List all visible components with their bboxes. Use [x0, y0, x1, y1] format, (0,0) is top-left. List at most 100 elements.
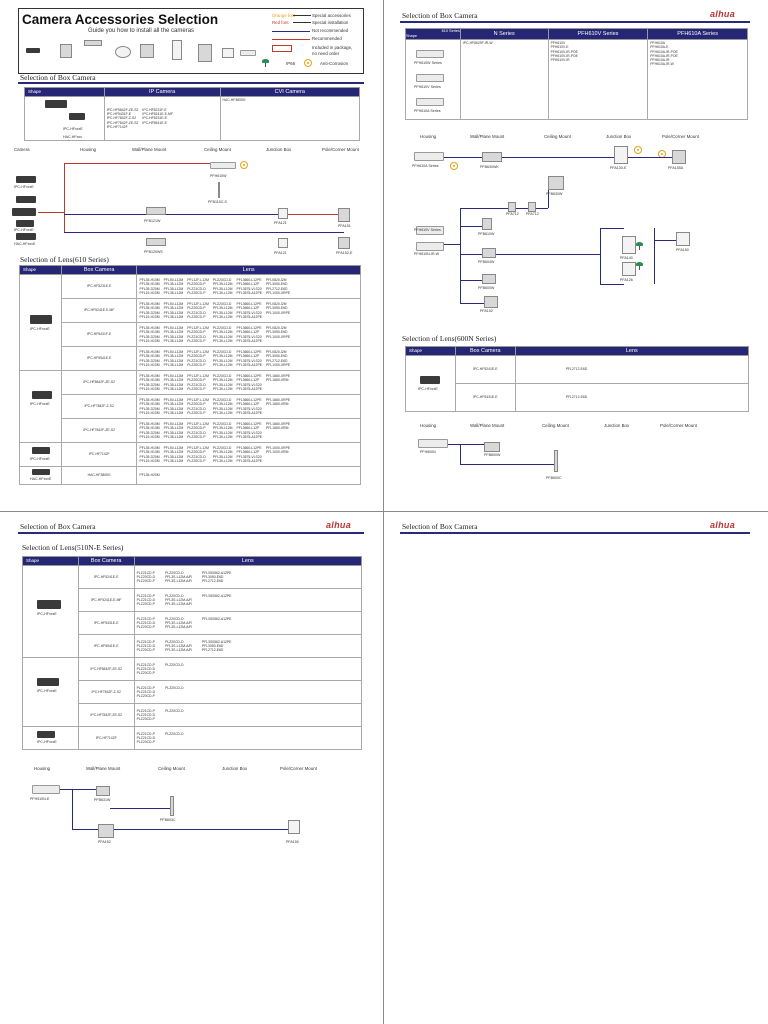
model-cell: IPC-HF5842F-ZE-S2 [60, 370, 138, 395]
pole-mount-icon [98, 824, 114, 838]
lens-col: PFL3660-L12PE PFL3660-L12P PFL3575-VLS20… [236, 397, 262, 415]
device-label: PFB603C [160, 818, 176, 822]
section-title: Selection of Lens(510N-E Series) [22, 543, 124, 552]
section-rule [400, 532, 750, 534]
model-cell: IPC-HF5241E-E-MF [60, 298, 138, 323]
box-camera-table: Shape IP Camera CVI Camera IPC-HFxxxE HA… [24, 87, 361, 141]
col-box-camera: Box Camera [60, 265, 138, 275]
camera-label: IPC-HFxxxE [30, 327, 50, 331]
lens-col: PLZ20CD-D [165, 731, 184, 736]
col-lens: Lens [133, 556, 363, 566]
lens-col: PFL3660-L12PE PFL3660-L12P PFL3575-VLS20… [236, 325, 262, 343]
pole-mount-icon [288, 820, 300, 834]
pole-mount-icon [338, 208, 350, 222]
lens-col: PLZ20CD-D PFL35-L12M PFL35-L12M PFL35-L1… [212, 277, 233, 295]
wall-mount-icon [482, 218, 492, 230]
model-cell: IPC-HF7142F [60, 442, 138, 467]
lens-col: PFL35-H10M PFL35-H13M PFL35-D20M PFL15-H… [139, 349, 160, 367]
col-n-series: N Series [459, 28, 549, 40]
lens-cell: PFL35-H10M PFL35-H13M PFL35-D20M PFL15-H… [136, 418, 361, 443]
lens-col: PLZ20CD-D [165, 685, 184, 690]
mount-sketch [198, 44, 212, 62]
lens-col: PLZ21CD-P PLZ20CD-D PLZ20CD-P [136, 570, 156, 584]
device-label: PFA130-E [610, 166, 627, 170]
flow-line [460, 444, 461, 464]
flow-line [600, 284, 624, 285]
legend-orange: Orange font [272, 13, 296, 18]
lens-col: PFL3S0562-A12PE [201, 593, 232, 598]
header-box [18, 8, 364, 74]
legend-not-recommended: Not recommended [312, 28, 349, 33]
device-label: PFA712 [526, 212, 539, 216]
lens-cell: PFL35-H10M PFL35-H13M PFL35-D20M PFL15-H… [136, 346, 361, 371]
legend-no-need: no need order [312, 51, 340, 56]
lens-col: PFL35-H10M PFL35-H13M PFL35-D20M PFL15-H… [139, 445, 160, 463]
legend-recommended: Recommended [312, 36, 342, 41]
lens-col: PLZ20CD-D PFL3S-L12M-A/R PFL3S-L12M-A/R [165, 570, 192, 584]
flow-line [444, 157, 482, 158]
wall-mount-icon [146, 207, 166, 215]
col-shape: Shape [22, 556, 79, 566]
pole-mount-icon [338, 237, 350, 249]
lens-cell: PFL35-H20M [136, 466, 361, 485]
dome-sketch [115, 46, 131, 58]
wall-mount-icon [146, 238, 166, 246]
wall-mount-icon [482, 248, 496, 258]
camera-label: IPC-HFxxxE [63, 127, 83, 131]
ip-models-b: IPC-HF5231F-E IPC-HF5241E-E-MF IPC-HF523… [142, 107, 173, 125]
model-cell: IPC-HF7142F [77, 726, 135, 750]
ceiling-mount-icon [528, 202, 536, 212]
device-label: PFA150 [676, 248, 689, 252]
ip66-icon [636, 242, 643, 250]
shape-cell: IPC-HFxxxE [405, 355, 456, 412]
camera-icon [16, 233, 36, 240]
lens-col: PFL0820-I2M PFL3050-E6D PFL1000-XRPE [265, 325, 291, 339]
device-label: PFH600N [420, 450, 436, 454]
junction-box-icon [278, 208, 288, 219]
flow-line [460, 226, 482, 227]
device-label: PFA162 [98, 840, 111, 844]
device-label: PFB600W [478, 286, 495, 290]
lens-col: PFL35-H10M PFL35-H13M PFL35-D20M PFL15-H… [139, 301, 160, 319]
lens-col: PFL3660-L12PE PFL3660-L12P PFL3575-VLS20… [236, 421, 262, 439]
lens-col: PFL12F-L12M PLZ20CD-P PLZ21CD-D PLZ20CD-… [187, 349, 209, 367]
wall-mount-icon [482, 274, 496, 284]
ip-models-cell: IPC-HF5842F-ZE-S2 IPC-HF5431F-E IPC-HF78… [103, 96, 221, 141]
camera-icon [420, 376, 440, 384]
vertical-divider [383, 0, 384, 1024]
lens-col: PLZ20CD-D PFL3S-L12M-A/R PFL3S-L12M-A/R [165, 616, 192, 630]
camera-label: IPC-HFxxxE [37, 740, 57, 744]
mount-sketch [140, 44, 154, 58]
box-housing-table: 610 Series Shape N Series PFH610V Series… [405, 28, 748, 120]
cvi-models: HAC-HF3805G [222, 98, 246, 102]
page-title: Camera Accessories Selection [22, 12, 219, 27]
lens-col: PLZ20CD-D PFL3S-L12M-A/R PFL3S-L12M-A/R [165, 593, 192, 607]
legend-included: Included in package, [312, 45, 353, 50]
flow-header: Housing [34, 766, 51, 771]
camera-label: HAC-HFxxx [63, 135, 82, 139]
legend-ip66: IP66 [286, 61, 296, 66]
device-label: PFA152 [480, 309, 493, 313]
flow-header: Pole/Corner Mount [280, 766, 317, 771]
section-title: Selection of Box Camera [402, 11, 478, 20]
col-shape: Shape [406, 34, 417, 38]
lens-510n-table: Shape Box Camera Lens IPC-HFxxxE IPC-HF5… [22, 556, 363, 750]
col-610: 610 Series [441, 29, 460, 33]
device-label: PFA121 [274, 221, 287, 225]
legend-special-installation: Special installation [312, 20, 349, 25]
camera-icon [16, 196, 36, 203]
flow-header: Wall/Plane Mount [86, 766, 121, 771]
n-models: IPC-HF8629F-IR-W [459, 39, 549, 120]
legend-anti-corrosion: Anti-Corrosion [320, 61, 349, 66]
pole-mount-icon [484, 296, 498, 308]
junction-box-icon [622, 262, 636, 276]
lens-cell: PFL2712-E6D [514, 355, 750, 384]
lens-col: PFL0820-I2M PFL3050-E6D PFL2712-E6D PFL1… [265, 349, 291, 367]
lens-col: PFL3660-L12PE PFL3660-L12P PFL3575-VLS20… [236, 373, 262, 391]
lens-col: PFL3660-L12PE PFL3660-L12P PFL3575-VLS20… [236, 445, 262, 463]
housing-icon [416, 50, 444, 58]
brand-logo: alhua [710, 9, 736, 19]
